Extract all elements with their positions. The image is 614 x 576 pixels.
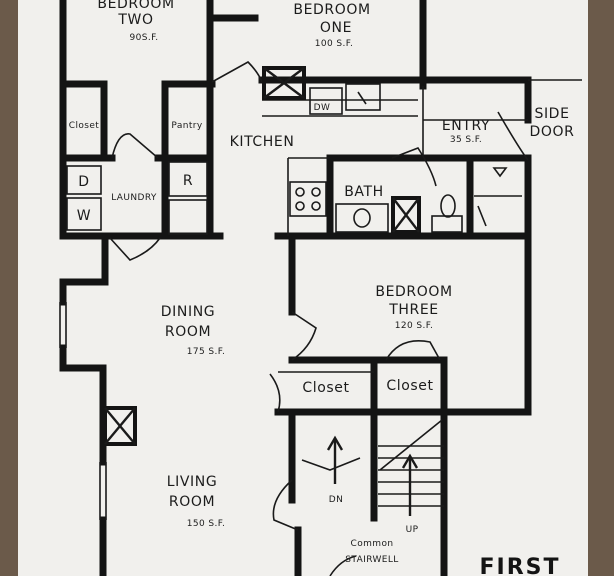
living-area: 150 S.F.	[187, 519, 225, 529]
bedroom-two-label-2: TWO	[117, 12, 153, 28]
closet-left-label: Closet	[69, 121, 100, 131]
closet-mid-label: Closet	[302, 380, 349, 396]
bedroom-one-label: BEDROOM	[293, 2, 370, 18]
laundry-label: LAUNDRY	[111, 193, 157, 203]
stairs-up-label: UP	[406, 525, 419, 535]
bedroom-one-area: 100 S.F.	[315, 39, 353, 49]
dining-area: 175 S.F.	[187, 347, 225, 357]
washer-label: W	[77, 208, 91, 224]
dining-label: DINING	[161, 304, 215, 320]
living-label-2: ROOM	[169, 494, 215, 510]
bedroom-three-label-2: THREE	[388, 302, 439, 318]
shaft-bath	[391, 196, 421, 234]
shaft-living	[103, 406, 137, 446]
entry-area: 35 S.F.	[450, 135, 482, 145]
bedroom-two-area: 90S.F.	[129, 33, 158, 43]
entry-label: ENTRY	[442, 118, 490, 134]
refrigerator-label: R	[183, 173, 193, 189]
bath-label: BATH	[344, 184, 384, 200]
living-label: LIVING	[167, 474, 218, 490]
dishwasher-label: DW	[314, 103, 331, 113]
pantry-label: Pantry	[171, 121, 202, 131]
side-door-label-2: DOOR	[530, 124, 575, 140]
fixtures	[66, 66, 522, 446]
bedroom-one-label-2: ONE	[320, 20, 352, 36]
room-labels: BEDROOM TWO 90S.F. BEDROOM ONE 100 S.F. …	[69, 0, 575, 576]
side-door-label: SIDE	[534, 106, 569, 122]
floor-label: FIRST	[479, 555, 560, 576]
doors-and-details	[59, 61, 582, 576]
stairwell-label-2: STAIRWELL	[345, 555, 398, 565]
shaft-kitchen	[262, 66, 306, 100]
stairwell-label: Common	[351, 539, 394, 549]
stairs-down-label: DN	[329, 495, 343, 505]
bedroom-three-label: BEDROOM	[375, 284, 452, 300]
dryer-label: D	[78, 174, 89, 190]
kitchen-label: KITCHEN	[230, 134, 295, 150]
dining-label-2: ROOM	[165, 324, 211, 340]
bedroom-two-label: BEDROOM	[97, 0, 174, 12]
closet-right-label: Closet	[386, 378, 433, 394]
bedroom-three-area: 120 S.F.	[395, 321, 433, 331]
